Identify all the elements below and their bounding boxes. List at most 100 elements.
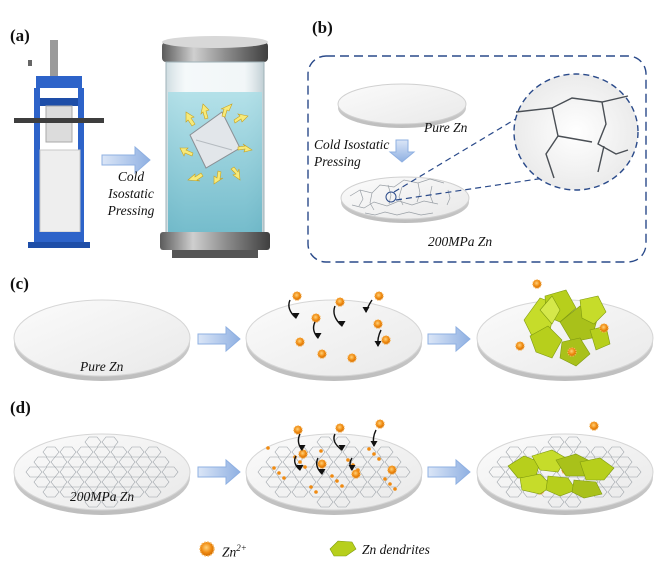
arrow-c-2: [427, 325, 471, 353]
zn-ion-20: [387, 465, 397, 475]
zn-ion-8: [347, 353, 357, 363]
zn-ion-dot-9: [298, 460, 302, 464]
ion-path-arrowhead-8: [370, 441, 378, 447]
legend-ion-icon: [199, 541, 215, 557]
zn-ion-19: [351, 469, 361, 479]
arrow-d-1: [197, 458, 241, 486]
zn-ion-12: [515, 341, 525, 351]
panel-b-process-line2: Pressing: [314, 154, 361, 169]
zn-disc-deposition-c: [245, 299, 423, 381]
panel-a-letter: (a): [10, 26, 30, 45]
panel-b-pure-zn-label: Pure Zn: [424, 120, 468, 135]
crack-network-b: [349, 178, 451, 216]
ion-path-arrows: [288, 299, 382, 475]
arrow-a: [101, 145, 151, 175]
panel-c-letter: (c): [10, 274, 29, 293]
zn-ion-dot-15: [388, 482, 392, 486]
cracked-zn-disc-d2: [245, 433, 423, 515]
zn-ion-dot-17: [330, 474, 334, 478]
zn-ion-10: [532, 279, 542, 289]
ion-path-arrow-2: [333, 305, 343, 327]
ion-path-arrowhead-4: [314, 333, 322, 339]
zn-ion-1: [292, 291, 302, 301]
panel-a-process-line3: Pressing: [107, 203, 155, 218]
zn-ion-9: [381, 335, 391, 345]
crack-grains-disc-2: [257, 436, 411, 508]
zn-ion-16: [375, 419, 385, 429]
legend-dendrite-label: Zn dendrites: [362, 542, 430, 557]
zn-ion-dot-11: [372, 452, 376, 456]
zn-ion-dot-3: [340, 484, 344, 488]
legend-ion-symbol: Zn: [222, 544, 237, 560]
zn-ion-21: [589, 421, 599, 431]
zn-ion-13: [567, 347, 577, 357]
panel-b-dashed-frame: [307, 55, 647, 263]
down-arrow-b: [388, 139, 416, 163]
zn-ion-dot-1: [266, 446, 270, 450]
isostatic-press-machine: [14, 40, 104, 248]
zn-ion-17: [298, 449, 308, 459]
panel-b-process-label: Cold Isostatic Pressing: [314, 136, 389, 170]
ion-path-arrowhead-9: [296, 465, 304, 471]
ion-path-arrowhead-5: [374, 341, 382, 347]
panel-a-process-line1: Cold: [117, 169, 145, 184]
ion-path-arrowhead-6: [298, 445, 306, 451]
zn-ion-dot-2: [303, 465, 307, 469]
zn-ion-5: [373, 319, 383, 329]
cracked-zn-disc-b: [340, 176, 470, 223]
zn-ion-dot-19: [272, 466, 276, 470]
zn-ion-6: [295, 337, 305, 347]
legend-dendrite-icon: [329, 540, 357, 557]
zn-ion-7: [317, 349, 327, 359]
zn-ion-dot-20: [309, 485, 313, 489]
pure-zn-disc-c: [13, 299, 191, 381]
zn-ion-dot-13: [314, 490, 318, 494]
ion-path-arrowhead-7: [338, 445, 346, 451]
zn-ion-18: [317, 459, 327, 469]
zn-dendrite-flat-d: [507, 449, 615, 499]
zn-ion-4: [311, 313, 321, 323]
zn-ion-dot-10: [335, 479, 339, 483]
arrow-d-2: [427, 458, 471, 486]
panel-a-process-line2: Isostatic: [108, 186, 154, 201]
zn-ion-dot-18: [367, 447, 371, 451]
zn-ion-15: [335, 423, 345, 433]
magnified-crack-view: [513, 73, 639, 191]
pure-zn-disc-b: [337, 83, 467, 128]
ion-path-arrowhead-1: [292, 313, 300, 319]
zn-ion-dot-22: [383, 477, 387, 481]
panel-a-process-label: Cold Isostatic Pressing: [100, 168, 162, 219]
zn-ion-dot-5: [282, 476, 286, 480]
panel-b-200mpa-label: 200MPa Zn: [428, 234, 493, 249]
ion-path-arrowhead-10: [318, 469, 326, 475]
zn-ion-11: [599, 323, 609, 333]
isostatic-vessel: [160, 36, 270, 258]
ion-path-arrowhead-3: [362, 307, 370, 313]
zn-ion-dot-7: [356, 468, 360, 472]
ion-layer: [266, 279, 609, 495]
legend-ion-charge: 2+: [236, 543, 247, 553]
panel-b-process-line1: Cold Isostatic: [314, 137, 390, 152]
zn-ion-dot-12: [277, 471, 281, 475]
panel-c-pure-zn-label: Pure Zn: [80, 359, 124, 374]
zn-ion-3: [374, 291, 384, 301]
zn-ion-14: [293, 425, 303, 435]
panel-b-letter: (b): [312, 18, 333, 37]
ion-path-arrowhead-11: [348, 465, 356, 471]
ion-path-arrow-1: [288, 299, 297, 319]
ion-path-arrow-7: [333, 433, 343, 451]
panel-d-letter: (d): [10, 398, 31, 417]
zn-ion-dot-21: [346, 458, 350, 462]
ion-path-arrowhead-2: [338, 321, 346, 327]
zn-ion-dot-8: [393, 487, 397, 491]
magnifier-lines: [393, 107, 559, 201]
zn-ion-2: [335, 297, 345, 307]
zn-ion-dot-4: [377, 457, 381, 461]
panel-d-200mpa-label: 200MPa Zn: [70, 489, 135, 504]
zn-ion-dot-6: [319, 449, 323, 453]
arrow-c-1: [197, 325, 241, 353]
legend-ion-label: Zn2+: [222, 540, 247, 561]
crack-grains-disc-1: [25, 436, 179, 508]
pressure-arrows: [179, 103, 253, 185]
